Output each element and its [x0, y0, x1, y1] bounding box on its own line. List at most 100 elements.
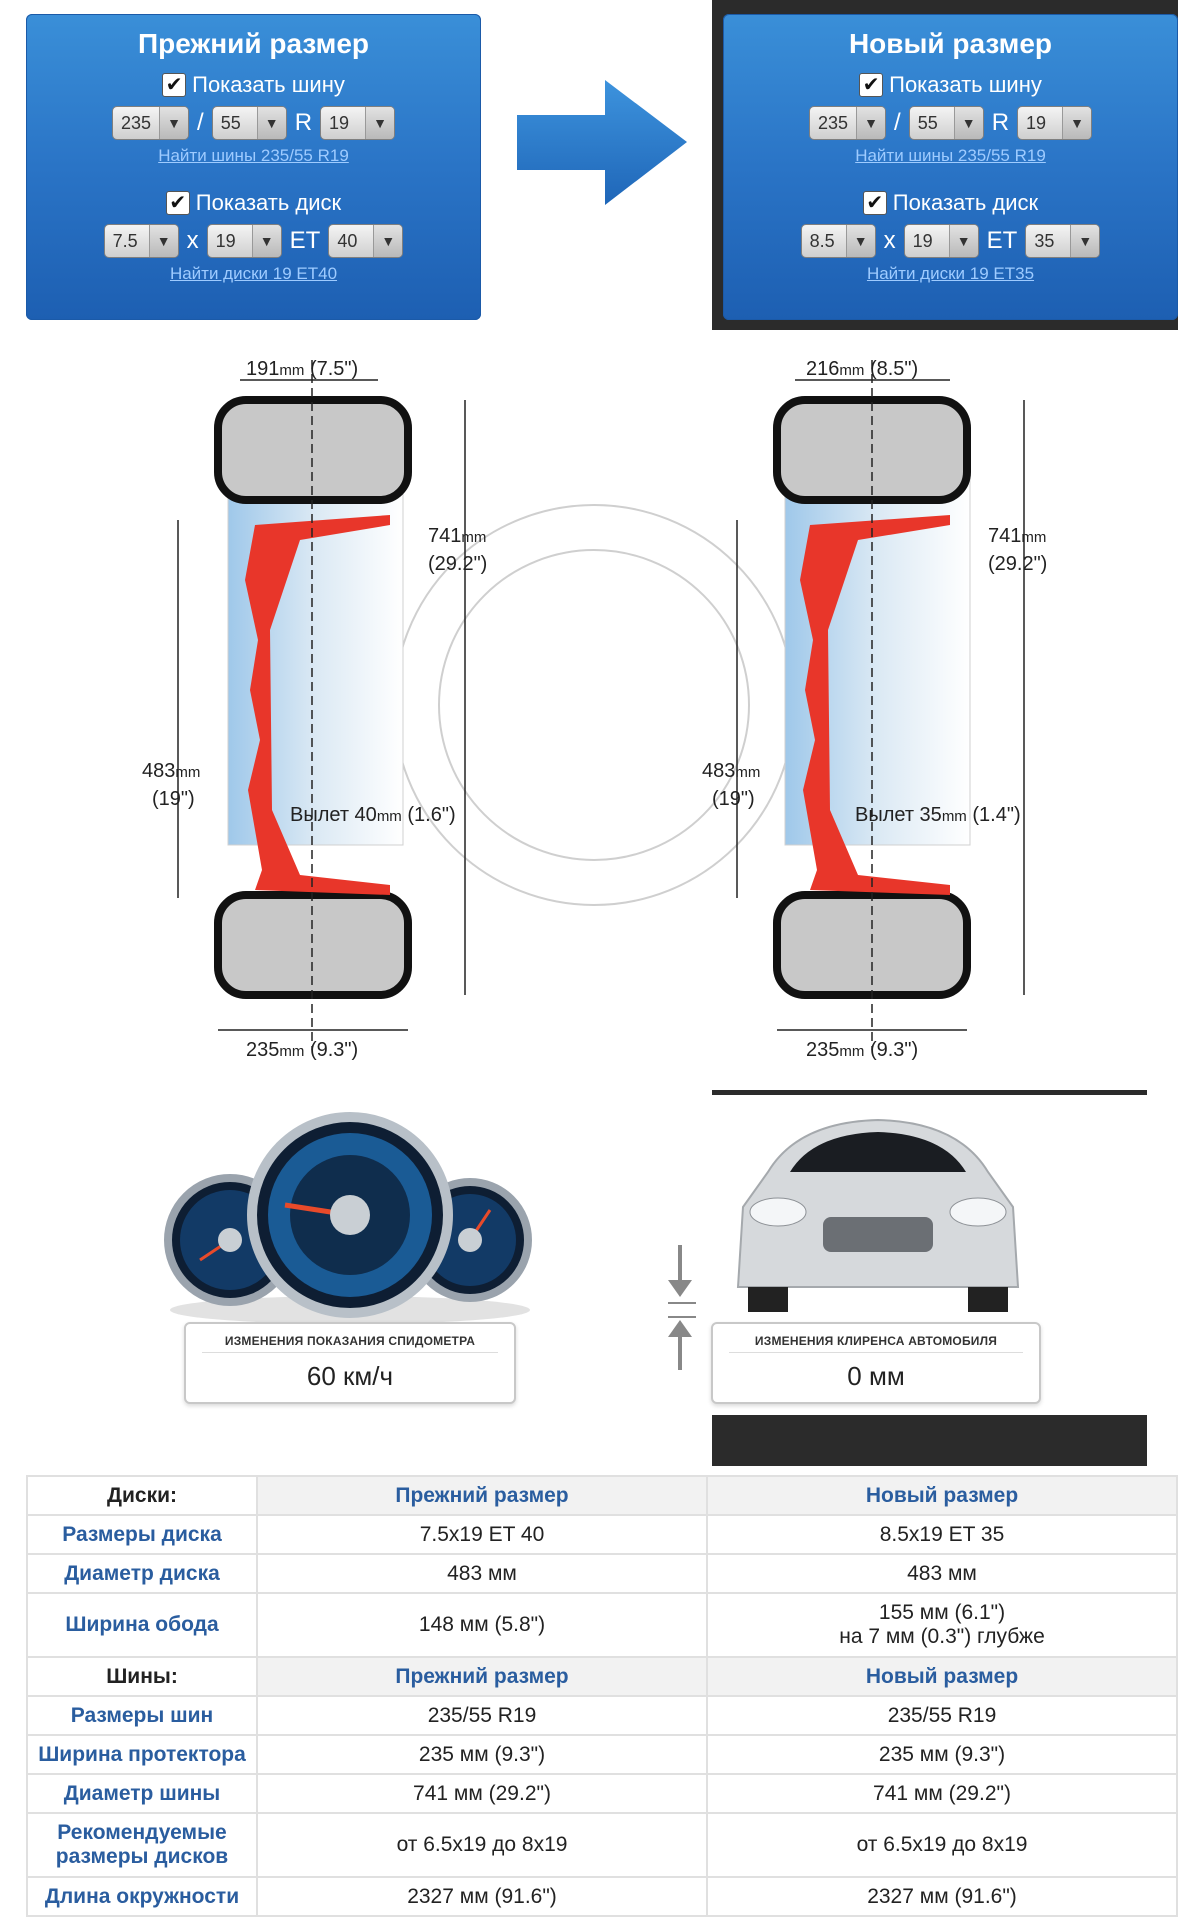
tire-profile-select[interactable]: 55▼: [908, 106, 984, 140]
svg-text:235mm (9.3"): 235mm (9.3"): [806, 1039, 918, 1061]
old-rim-diam: 483: [142, 760, 175, 782]
tire-rim-select[interactable]: 19▼: [320, 106, 396, 140]
new-panel-title: Новый размер: [848, 28, 1053, 59]
chevron-down-icon: ▼: [251, 225, 281, 257]
new-tread: 235: [806, 1039, 839, 1061]
show-tire-label: Показать шину: [192, 72, 345, 97]
show-tire-checkbox[interactable]: ✔: [859, 73, 884, 97]
chevron-down-icon: ▼: [953, 107, 983, 139]
table-row: Размеры шин 235/55 R19 235/55 R19: [26, 1695, 1178, 1736]
svg-text:191mm (7.5"): 191mm (7.5"): [246, 358, 358, 380]
speedometer-value: 60 км/ч: [306, 1361, 394, 1391]
table-row: Размеры диска 7.5x19 ET 40 8.5x19 ET 35: [26, 1514, 1178, 1555]
tire-width-select[interactable]: 235▼: [111, 106, 190, 140]
disk-diameter-select[interactable]: 19▼: [206, 224, 282, 258]
x-label: x: [883, 227, 896, 254]
show-disk-checkbox[interactable]: ✔: [862, 191, 887, 215]
old-height-in: (29.2"): [428, 553, 487, 575]
clearance-change-box: ИЗМЕНЕНИЯ КЛИРЕНСА АВТОМОБИЛЯ 0 мм: [711, 1322, 1041, 1404]
disk-width-select[interactable]: 7.5▼: [103, 224, 179, 258]
new-size-panel: Новый размер ✔ Показать шину 235▼ / 55▼ …: [723, 14, 1178, 320]
svg-text:483mm: 483mm: [142, 760, 200, 782]
chevron-down-icon: ▼: [856, 107, 886, 139]
wheel-circle-inner: [438, 549, 750, 861]
old-height: 741: [428, 525, 461, 547]
new-height-in: (29.2"): [988, 553, 1047, 575]
slash-label: /: [197, 109, 204, 136]
disk-width-select[interactable]: 8.5▼: [800, 224, 876, 258]
svg-text:741mm: 741mm: [428, 525, 486, 547]
table-row: Ширина протектора 235 мм (9.3") 235 мм (…: [26, 1734, 1178, 1775]
table-row: Шины: Прежний размер Новый размер: [26, 1656, 1178, 1697]
svg-text:Вылет 40mm (1.6"): Вылет 40mm (1.6"): [290, 804, 456, 826]
find-disks-link[interactable]: Найти диски 19 ET40: [169, 264, 338, 283]
tires-header: Шины:: [26, 1656, 258, 1697]
white-strip: [1147, 330, 1178, 1466]
chevron-down-icon: ▼: [845, 225, 875, 257]
find-tires-link[interactable]: Найти шины 235/55 R19: [158, 146, 349, 165]
table-row: Диаметр диска 483 мм 483 мм: [26, 1553, 1178, 1594]
tire-profile-select[interactable]: 55▼: [211, 106, 287, 140]
slash-label: /: [894, 109, 901, 136]
svg-text:741mm: 741mm: [988, 525, 1046, 547]
chevron-down-icon: ▼: [1070, 225, 1100, 257]
old-wheel-section: 191mm (7.5") 741mm (29.2") 483mm (19") В…: [142, 358, 487, 1061]
et-label: ET: [986, 227, 1018, 254]
speedometer-caption: ИЗМЕНЕНИЯ ПОКАЗАНИЯ СПИДОМЕТРА: [224, 1334, 476, 1348]
chevron-down-icon: ▼: [948, 225, 978, 257]
show-tire-checkbox[interactable]: ✔: [162, 73, 187, 97]
tire-width-select[interactable]: 235▼: [808, 106, 887, 140]
new-height: 741: [988, 525, 1021, 547]
arrow-right-icon: [517, 80, 687, 205]
new-offset: Вылет 35: [855, 804, 942, 826]
table-row: Ширина обода 148 мм (5.8") 155 мм (6.1")…: [26, 1592, 1178, 1658]
speedometer-change-box: ИЗМЕНЕНИЯ ПОКАЗАНИЯ СПИДОМЕТРА 60 км/ч: [184, 1322, 516, 1404]
speedometer-icon: [164, 1112, 532, 1324]
spec-table: Диски: Прежний размер Новый размер Разме…: [26, 1475, 1178, 1917]
find-tires-link[interactable]: Найти шины 235/55 R19: [855, 146, 1046, 165]
x-label: x: [186, 227, 199, 254]
svg-text:216mm (8.5"): 216mm (8.5"): [806, 358, 918, 380]
chevron-down-icon: ▼: [365, 107, 395, 139]
old-rim-diam-in: (19"): [152, 788, 195, 810]
old-panel-title: Прежний размер: [137, 28, 370, 59]
r-label: R: [991, 109, 1010, 136]
chevron-down-icon: ▼: [373, 225, 403, 257]
disk-et-select[interactable]: 40▼: [328, 224, 404, 258]
find-disks-link[interactable]: Найти диски 19 ET35: [866, 264, 1035, 283]
old-size-header: Прежний размер: [256, 1475, 708, 1516]
disk-et-select[interactable]: 35▼: [1025, 224, 1101, 258]
clearance-caption: ИЗМЕНЕНИЯ КЛИРЕНСА АВТОМОБИЛЯ: [754, 1334, 998, 1348]
svg-text:Вылет 35mm (1.4"): Вылет 35mm (1.4"): [855, 804, 1021, 826]
svg-text:235mm (9.3"): 235mm (9.3"): [246, 1039, 358, 1061]
wheel-diagram: 191mm (7.5") 741mm (29.2") 483mm (19") В…: [142, 358, 1047, 1061]
show-disk-checkbox[interactable]: ✔: [165, 191, 190, 215]
show-disk-label: Показать диск: [892, 190, 1039, 215]
svg-text:483mm: 483mm: [702, 760, 760, 782]
car-icon: [736, 1118, 1020, 1312]
show-tire-label: Показать шину: [889, 72, 1042, 97]
new-rim-diam: 483: [702, 760, 735, 782]
disk-diameter-select[interactable]: 19▼: [903, 224, 979, 258]
new-rim-width: 216: [806, 358, 839, 380]
disks-header: Диски:: [26, 1475, 258, 1516]
clearance-arrows-icon: [668, 1245, 696, 1370]
tire-rim-select[interactable]: 19▼: [1017, 106, 1093, 140]
old-rim-width: 191: [246, 358, 279, 380]
show-disk-label: Показать диск: [195, 190, 342, 215]
chevron-down-icon: ▼: [148, 225, 178, 257]
chevron-down-icon: ▼: [1062, 107, 1092, 139]
new-rim-diam-in: (19"): [712, 788, 755, 810]
old-tread: 235: [246, 1039, 279, 1061]
old-size-panel: Прежний размер ✔ Показать шину 235▼ / 55…: [26, 14, 481, 320]
clearance-value: 0 мм: [847, 1361, 905, 1391]
r-label: R: [294, 109, 313, 136]
et-label: ET: [289, 227, 321, 254]
chevron-down-icon: ▼: [159, 107, 189, 139]
table-row: Диаметр шины 741 мм (29.2") 741 мм (29.2…: [26, 1773, 1178, 1814]
new-size-header: Новый размер: [706, 1475, 1178, 1516]
table-row: Длина окружности 2327 мм (91.6") 2327 мм…: [26, 1876, 1178, 1917]
new-wheel-section: 216mm (8.5") 741mm (29.2") 483mm (19") В…: [702, 358, 1047, 1061]
old-offset: Вылет 40: [290, 804, 377, 826]
